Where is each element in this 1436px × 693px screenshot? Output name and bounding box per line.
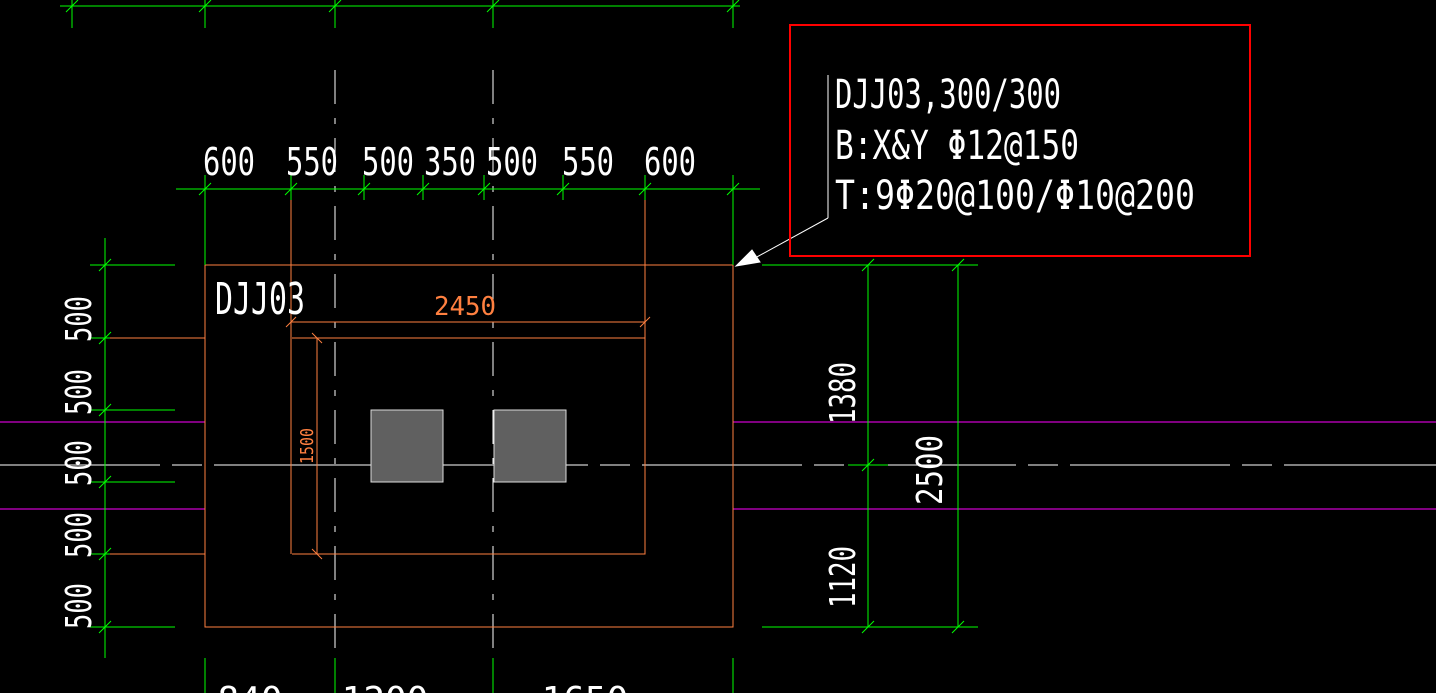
right-dim-lower-label: 1120 — [823, 546, 864, 608]
foundation-outer-outline — [204, 264, 734, 628]
right-dim-total-label: 2500 — [910, 435, 951, 505]
bottom-dim-labels: 840 1200 1650 — [217, 680, 628, 693]
axis-lines — [0, 70, 1436, 693]
annotation-highlight-box[interactable] — [789, 24, 1251, 257]
left-dim-label: 500 — [59, 583, 100, 629]
foundation-label: DJJ03 — [215, 274, 305, 325]
top-dim-labels: 600 550 500 350 500 550 600 — [203, 140, 696, 184]
annotation-leader — [734, 75, 829, 267]
dim-tick — [311, 548, 323, 560]
top-dim-label: 500 — [486, 140, 538, 184]
left-dim-label: 500 — [59, 369, 100, 415]
right-dimension-chain — [762, 258, 978, 634]
bottom-dim-label: 1200 — [342, 680, 429, 693]
left-dim-labels: 500 500 500 500 500 — [59, 296, 100, 629]
annotation-line-2[interactable]: B:X&Y Φ12@150 — [835, 123, 1079, 169]
top-dim-label: 550 — [286, 140, 338, 184]
annotation-text: DJJ03,300/300 B:X&Y Φ12@150 T:9Φ20@100/Φ… — [835, 72, 1195, 219]
beam-lines — [0, 421, 1436, 510]
annotation-line-3[interactable]: T:9Φ20@100/Φ10@200 — [835, 173, 1195, 219]
left-dimension-chain — [90, 238, 175, 658]
left-dim-label: 500 — [59, 440, 100, 486]
top-dim-ticks — [198, 182, 740, 196]
inner-width-dim-label: 2450 — [434, 292, 496, 322]
dim-tick — [639, 316, 651, 328]
top-dim-label: 500 — [362, 140, 414, 184]
bottom-dim-label: 1650 — [542, 680, 629, 693]
leader-line — [754, 217, 829, 259]
left-dim-ticks — [98, 258, 112, 634]
foundation-outlines — [110, 190, 734, 628]
left-dim-label: 500 — [59, 296, 100, 342]
column-left[interactable] — [370, 409, 444, 483]
column-right[interactable] — [493, 409, 567, 483]
top-dimension-chain — [60, 0, 760, 265]
bottom-dim-label: 840 — [217, 680, 282, 693]
inner-height-dim-label: 1500 — [297, 428, 318, 464]
top-dim-label: 550 — [562, 140, 614, 184]
leader-arrowhead — [734, 249, 761, 267]
top-dim-label: 600 — [644, 140, 696, 184]
dim-tick — [311, 332, 323, 344]
top-dim-label: 350 — [424, 140, 476, 184]
dim-tick — [285, 316, 297, 328]
right-dim-labels: 1380 1120 2500 — [823, 362, 951, 608]
columns — [370, 409, 567, 483]
annotation-line-1[interactable]: DJJ03,300/300 — [835, 72, 1061, 118]
bottom-dimension-stubs — [204, 658, 734, 693]
top-dim-label: 600 — [203, 140, 255, 184]
left-dim-label: 500 — [59, 512, 100, 558]
right-dim-upper-label: 1380 — [823, 362, 864, 424]
